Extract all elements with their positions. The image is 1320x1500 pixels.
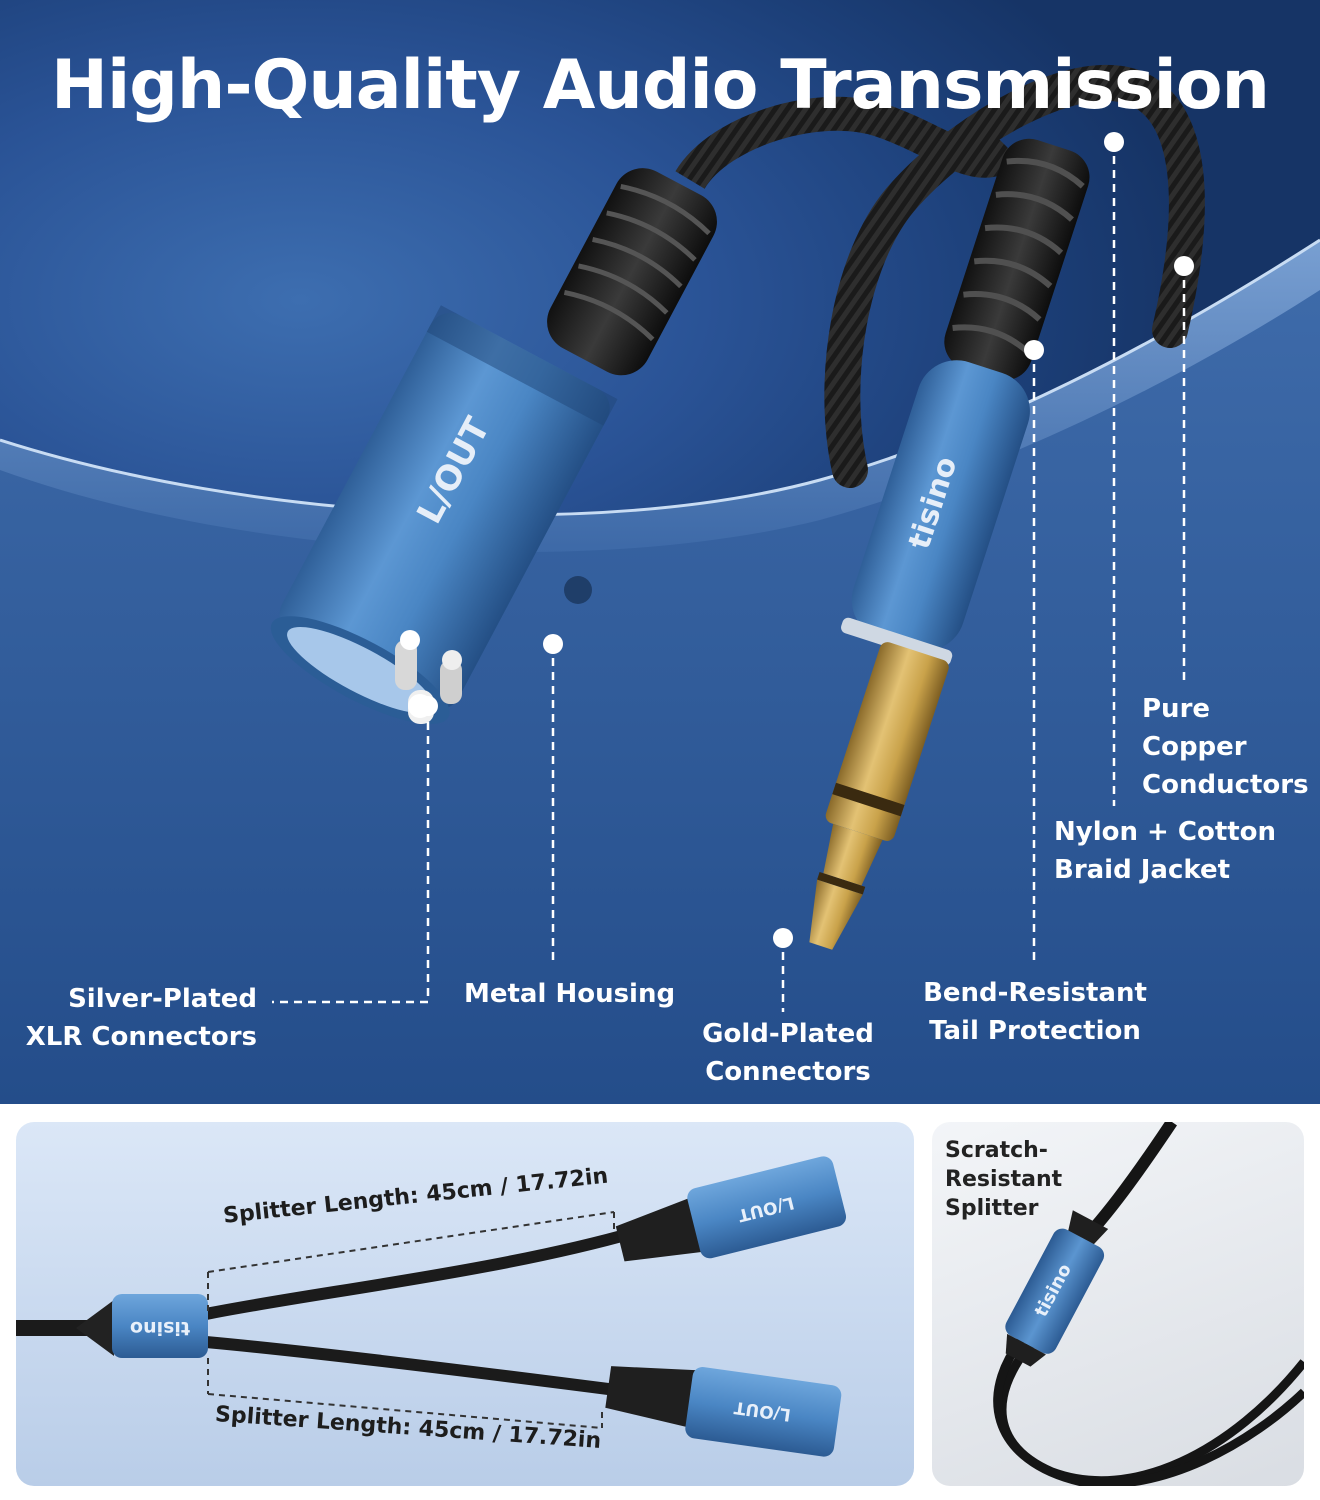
callout-dots — [418, 132, 1194, 948]
hero-section: L/OUT tisino — [0, 0, 1320, 1104]
splitter-panel: tisino L/OUT L/OUT Splitter Length: 45cm… — [16, 1122, 914, 1486]
callout-line-2: Tail Protection — [929, 1016, 1141, 1046]
callout-gold-plated: Gold-Plated Connectors — [680, 1015, 896, 1091]
hero-illustration: L/OUT tisino — [0, 64, 1320, 1104]
label-line-3: Splitter — [945, 1196, 1039, 1221]
callout-braid-jacket: Nylon + Cotton Braid Jacket — [1054, 813, 1276, 889]
callout-line-1: Gold-Plated — [702, 1019, 874, 1049]
scratch-resistant-illustration: tisino — [993, 1122, 1304, 1486]
scratch-resistant-label: Scratch- Resistant Splitter — [945, 1136, 1062, 1223]
page-title: High-Quality Audio Transmission — [51, 46, 1270, 125]
label-line-2: Resistant — [945, 1167, 1063, 1192]
callout-bend-resistant: Bend-Resistant Tail Protection — [910, 974, 1160, 1050]
callout-silver-plated: Silver-Plated XLR Connectors — [20, 980, 257, 1056]
splitter-illustration: tisino L/OUT L/OUT — [16, 1156, 847, 1457]
splitter-brand-text: tisino — [130, 1317, 190, 1339]
callout-lines — [272, 142, 1186, 1012]
callout-line-1: Pure — [1142, 694, 1211, 724]
callout-line-3: Conductors — [1142, 770, 1309, 800]
scratch-resistant-panel: tisino Scratch- Resistant Splitter — [932, 1122, 1304, 1486]
callout-line-2: Copper — [1142, 732, 1247, 762]
callout-line-2: Braid Jacket — [1054, 855, 1231, 885]
callout-copper: Pure Copper Conductors — [1142, 690, 1309, 804]
callout-line-1: Nylon + Cotton — [1054, 817, 1277, 847]
callout-line-1: Bend-Resistant — [923, 978, 1147, 1008]
callout-line-2: Connectors — [705, 1057, 871, 1087]
callout-line-2: XLR Connectors — [25, 1022, 257, 1052]
callout-metal-housing: Metal Housing — [464, 979, 676, 1009]
callout-line-1: Silver-Plated — [68, 984, 257, 1014]
label-line-1: Scratch- — [945, 1138, 1048, 1163]
